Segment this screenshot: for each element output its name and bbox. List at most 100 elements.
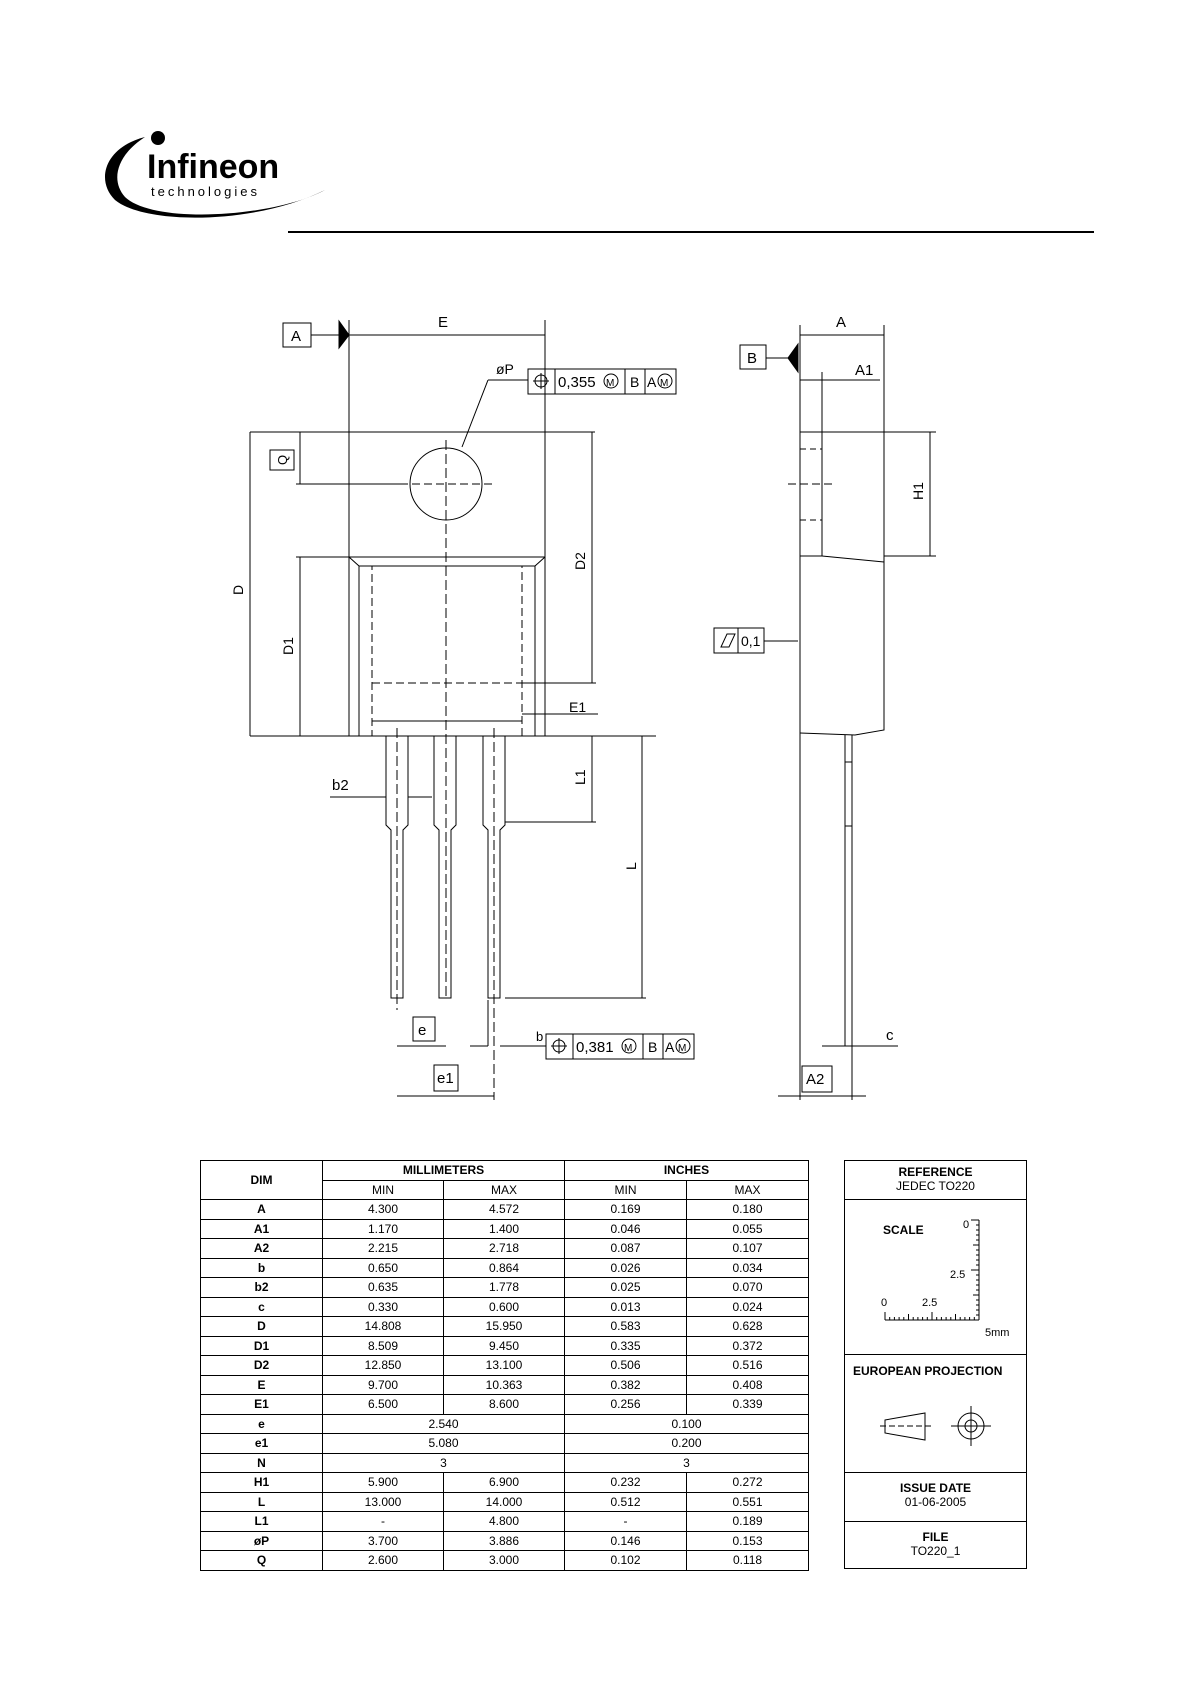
table-cell: b2 bbox=[200, 1277, 323, 1298]
table-cell: 3 bbox=[564, 1452, 810, 1473]
header-in: INCHES bbox=[564, 1160, 810, 1181]
svg-text:A: A bbox=[647, 374, 657, 390]
dim-D1-label: D1 bbox=[280, 637, 296, 655]
package-drawing: A E øP 0,355 M B A M Q bbox=[230, 314, 936, 1100]
infineon-logo: Infineon technologies bbox=[105, 131, 325, 218]
header-mm-min: MIN bbox=[322, 1179, 444, 1200]
dim-c-label: c bbox=[886, 1027, 894, 1044]
table-cell: 0.024 bbox=[686, 1296, 810, 1317]
table-cell: 1.400 bbox=[442, 1218, 566, 1239]
projection-box: EUROPEAN PROJECTION bbox=[845, 1355, 1026, 1473]
dim-D2-label: D2 bbox=[572, 552, 588, 570]
brand-sub: technologies bbox=[151, 184, 260, 199]
scale-ruler: SCALE 0 2.5 0 2.5 5mm bbox=[881, 1219, 1009, 1339]
table-cell: e1 bbox=[200, 1433, 323, 1454]
table-cell: 0.118 bbox=[686, 1550, 810, 1571]
table-cell: 0.107 bbox=[686, 1238, 810, 1259]
table-cell: 0.382 bbox=[564, 1374, 688, 1395]
table-cell: Q bbox=[200, 1550, 323, 1571]
projection-title: EUROPEAN PROJECTION bbox=[853, 1364, 1002, 1378]
header-mm-max: MAX bbox=[442, 1179, 566, 1200]
scale-box: SCALE 0 2.5 0 2.5 5mm bbox=[845, 1200, 1026, 1355]
table-cell: - bbox=[564, 1511, 688, 1532]
front-view: A E øP 0,355 M B A M Q bbox=[230, 314, 695, 1100]
table-cell: 0.200 bbox=[564, 1433, 810, 1454]
table-cell: 13.000 bbox=[322, 1491, 444, 1512]
dim-e1-label: e1 bbox=[437, 1070, 454, 1087]
table-cell: 0.628 bbox=[686, 1316, 810, 1337]
table-cell: 0.372 bbox=[686, 1335, 810, 1356]
issue-value: 01-06-2005 bbox=[904, 1495, 967, 1509]
table-cell: øP bbox=[200, 1530, 323, 1551]
table-cell: 0.087 bbox=[564, 1238, 688, 1259]
flatness-tol: 0,1 bbox=[741, 633, 761, 649]
table-cell: 0.100 bbox=[564, 1413, 810, 1434]
svg-text:2.5: 2.5 bbox=[922, 1297, 937, 1309]
side-view: A B A1 H1 0,1 c bbox=[713, 314, 936, 1100]
table-cell: 4.800 bbox=[442, 1511, 566, 1532]
leads bbox=[385, 728, 506, 1100]
table-cell: 0.153 bbox=[686, 1530, 810, 1551]
file-value: TO220_1 bbox=[910, 1544, 961, 1558]
dim-D-label: D bbox=[230, 585, 246, 595]
dim-A-label: A bbox=[836, 314, 846, 331]
dim-L-label: L bbox=[623, 862, 639, 870]
dim-A1-label: A1 bbox=[855, 362, 873, 379]
header-in-max: MAX bbox=[686, 1179, 810, 1200]
table-cell: 3.886 bbox=[442, 1530, 566, 1551]
table-cell: 0.180 bbox=[686, 1199, 810, 1220]
table-cell: 15.950 bbox=[442, 1316, 566, 1337]
table-cell: 13.100 bbox=[442, 1355, 566, 1376]
table-cell: 0.330 bbox=[322, 1296, 444, 1317]
table-cell: 2.600 bbox=[322, 1550, 444, 1571]
svg-text:2.5: 2.5 bbox=[950, 1269, 965, 1281]
table-cell: A1 bbox=[200, 1218, 323, 1239]
table-cell: 8.509 bbox=[322, 1335, 444, 1356]
table-cell: 0.650 bbox=[322, 1257, 444, 1278]
table-cell: e bbox=[200, 1413, 323, 1434]
table-cell: 1.170 bbox=[322, 1218, 444, 1239]
file-box: FILE TO220_1 bbox=[845, 1522, 1026, 1568]
header-rule bbox=[288, 231, 1094, 233]
table-cell: 0.055 bbox=[686, 1218, 810, 1239]
table-cell: 0.070 bbox=[686, 1277, 810, 1298]
table-cell: E bbox=[200, 1374, 323, 1395]
dim-b-label: b bbox=[536, 1029, 543, 1044]
dim-Q-label: Q bbox=[275, 455, 290, 465]
svg-text:B: B bbox=[648, 1039, 657, 1055]
table-cell: 0.335 bbox=[564, 1335, 688, 1356]
dim-E-label: E bbox=[438, 314, 448, 331]
datum-b-label: B bbox=[747, 350, 757, 367]
table-cell: 0.169 bbox=[564, 1199, 688, 1220]
table-cell: 8.600 bbox=[442, 1394, 566, 1415]
table-cell: 2.718 bbox=[442, 1238, 566, 1259]
table-cell: A bbox=[200, 1199, 323, 1220]
dimension-table: DIM MILLIMETERS INCHES MIN MAX MIN MAX A… bbox=[200, 1160, 810, 1571]
table-cell: L bbox=[200, 1491, 323, 1512]
table-cell: 0.034 bbox=[686, 1257, 810, 1278]
svg-text:M: M bbox=[678, 1043, 686, 1054]
table-cell: D bbox=[200, 1316, 323, 1337]
table-cell: 0.864 bbox=[442, 1257, 566, 1278]
table-cell: 0.516 bbox=[686, 1355, 810, 1376]
dim-H1-label: H1 bbox=[910, 482, 926, 500]
table-cell: 6.900 bbox=[442, 1472, 566, 1493]
table-cell: 0.013 bbox=[564, 1296, 688, 1317]
file-title: FILE bbox=[922, 1530, 949, 1544]
issue-title: ISSUE DATE bbox=[899, 1481, 972, 1495]
dim-L1-label: L1 bbox=[572, 769, 588, 785]
table-cell: 14.000 bbox=[442, 1491, 566, 1512]
dim-phiP-label: øP bbox=[496, 361, 514, 377]
reference-box: REFERENCE JEDEC TO220 bbox=[845, 1161, 1026, 1200]
reference-title: REFERENCE bbox=[898, 1165, 973, 1179]
